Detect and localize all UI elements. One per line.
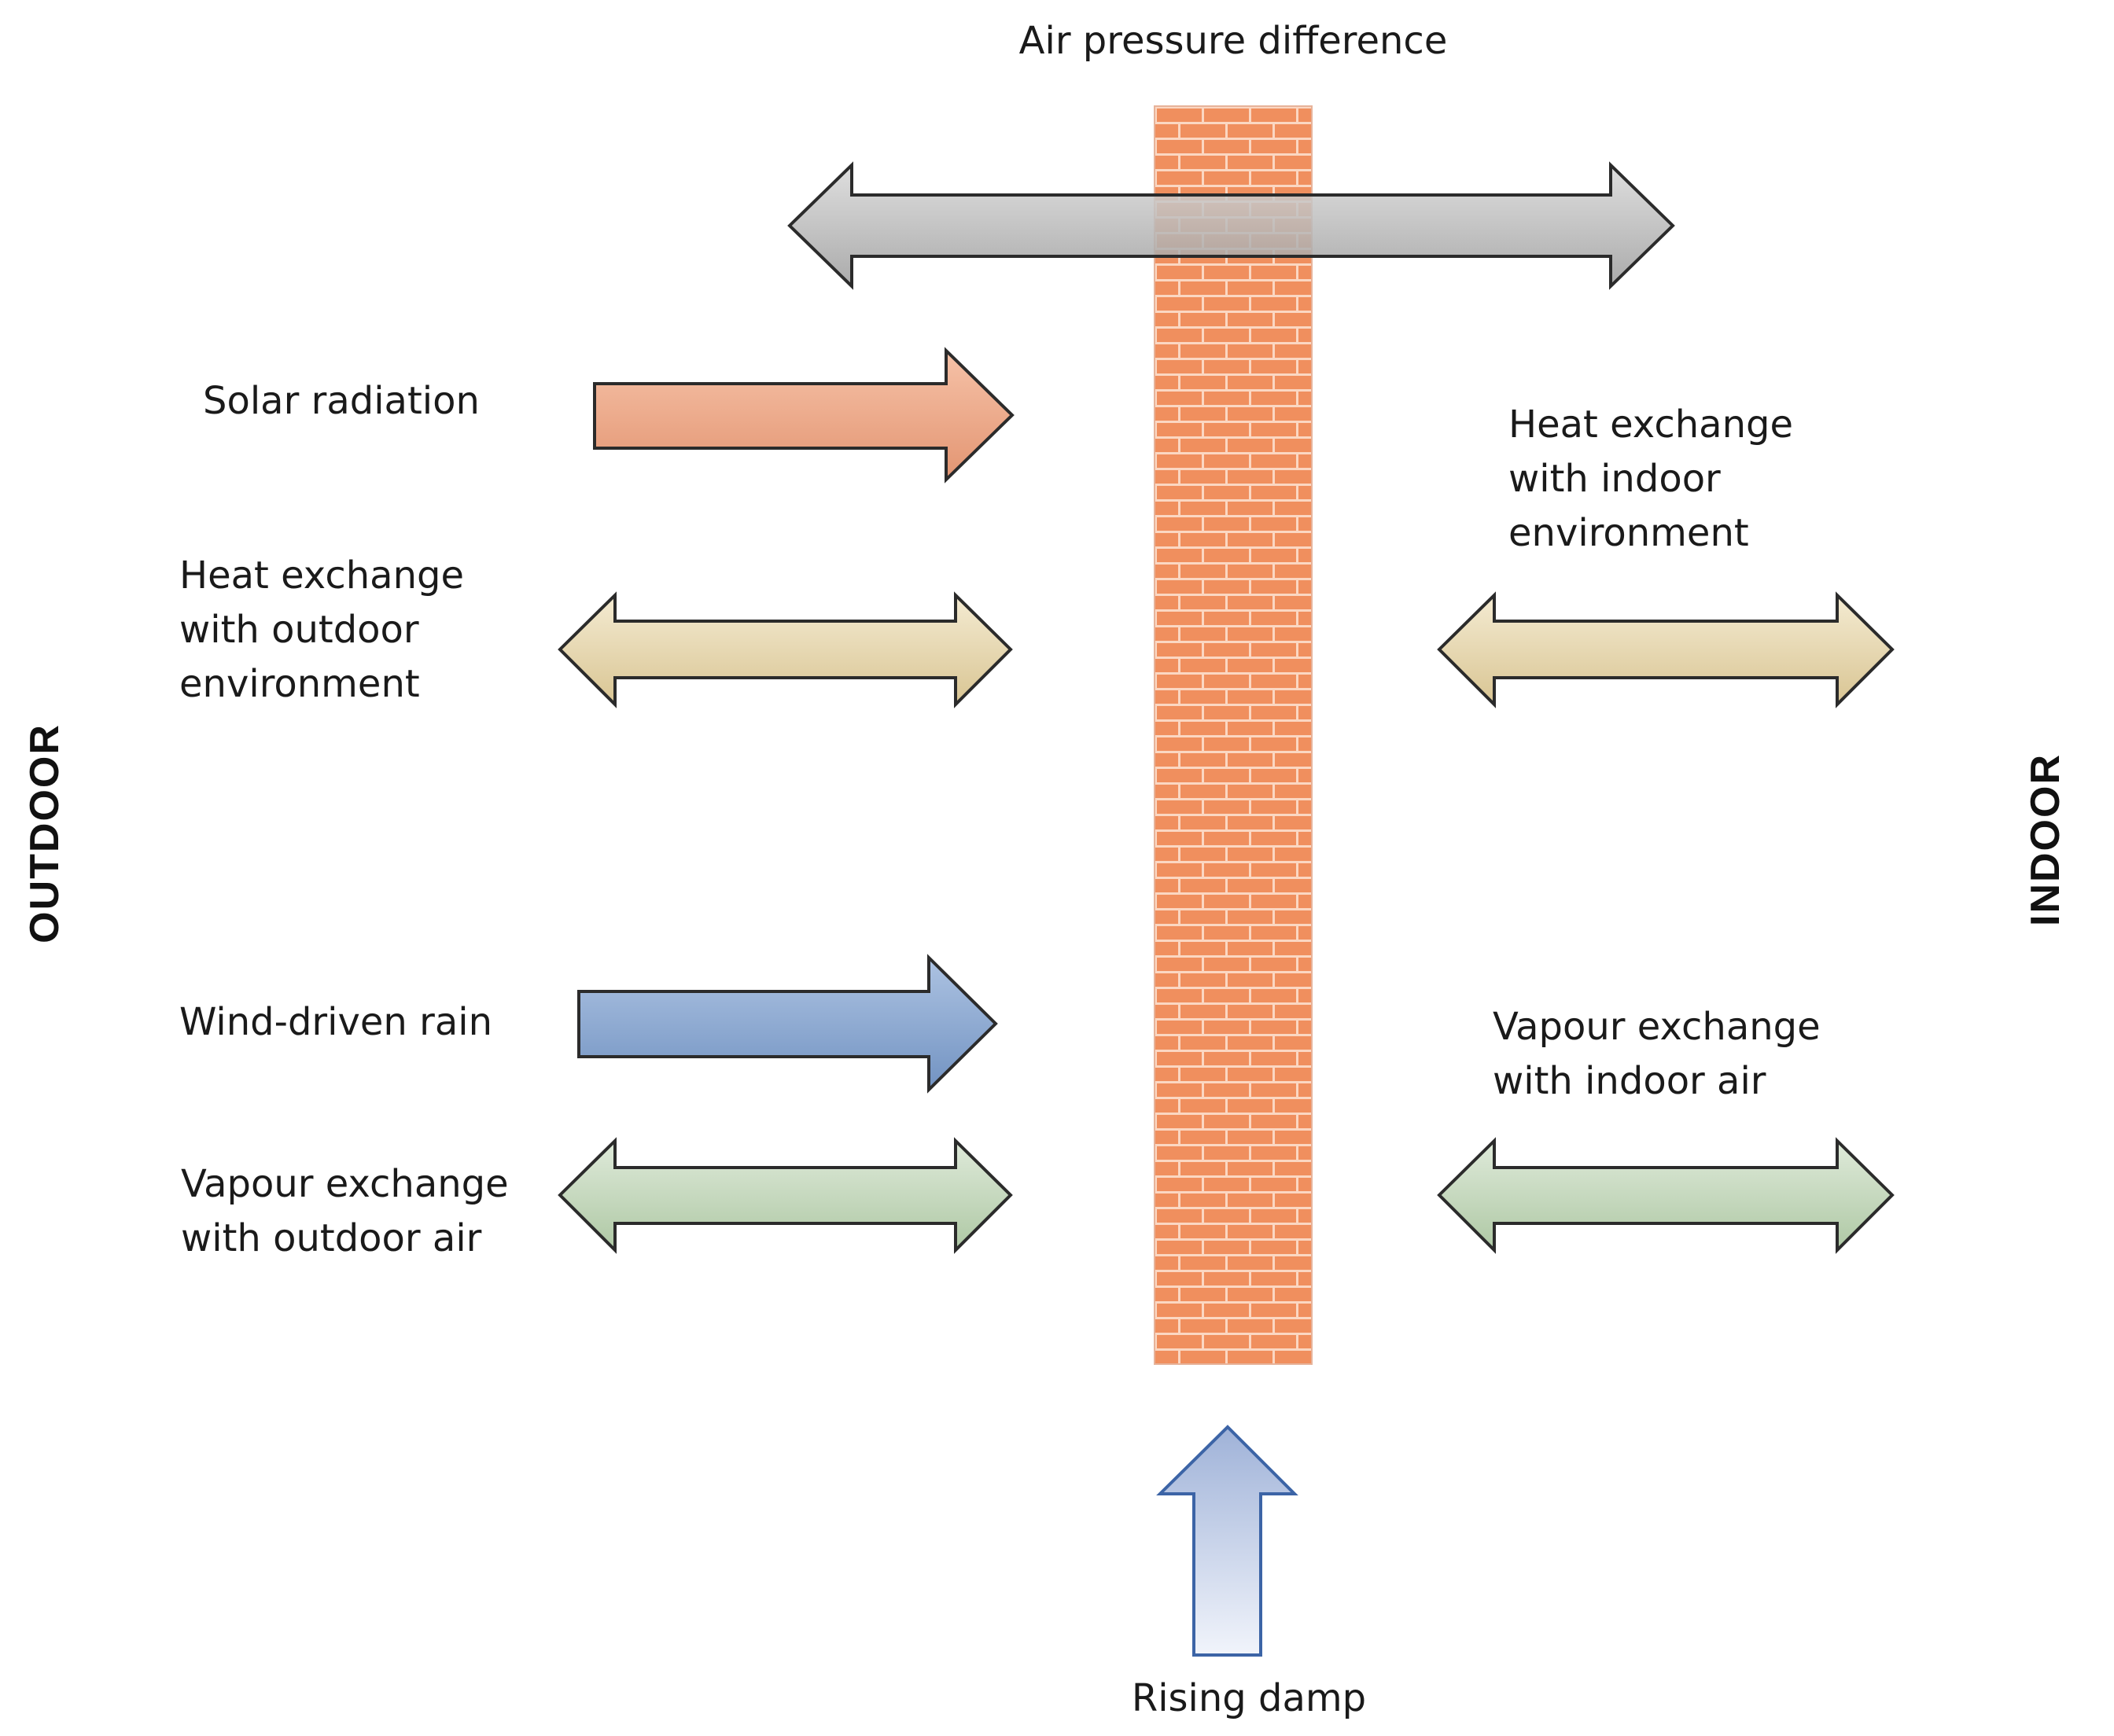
label-line: with indoor: [1508, 457, 1721, 501]
solar-radiation-label: Solar radiation: [203, 379, 480, 423]
label-line: environment: [1508, 511, 1749, 555]
vapour-exchange-outdoor-label: Vapour exchange with outdoor air: [181, 1162, 521, 1260]
solar-radiation-arrow: [593, 347, 1015, 484]
label-line: Vapour exchange: [1493, 1005, 1821, 1049]
vapour-exchange-indoor-double-arrow: [1437, 1137, 1895, 1254]
heat-exchange-indoor-label: Heat exchange with indoor environment: [1508, 403, 1805, 555]
air-pressure-double-arrow: [787, 161, 1675, 290]
rising-damp-label: Rising damp: [1132, 1676, 1366, 1720]
heat-exchange-indoor-double-arrow: [1437, 591, 1895, 708]
label-line: environment: [179, 662, 420, 706]
outdoor-side-label: OUTDOOR: [22, 723, 68, 943]
air-pressure-difference-label: Air pressure difference: [1019, 19, 1448, 63]
vapour-exchange-outdoor-double-arrow: [558, 1137, 1013, 1254]
vapour-exchange-indoor-label: Vapour exchange with indoor air: [1493, 1005, 1832, 1103]
label-line: with indoor air: [1493, 1059, 1766, 1103]
label-line: Heat exchange: [1508, 403, 1793, 447]
heat-exchange-outdoor-double-arrow: [558, 591, 1013, 708]
label-line: with outdoor: [179, 608, 419, 652]
label-line: Vapour exchange: [181, 1162, 509, 1206]
label-line: with outdoor air: [181, 1216, 482, 1260]
heat-exchange-outdoor-label: Heat exchange with outdoor environment: [179, 554, 476, 706]
wind-driven-rain-label: Wind-driven rain: [179, 1000, 492, 1044]
label-line: Heat exchange: [179, 554, 464, 598]
indoor-side-label: INDOOR: [2023, 753, 2068, 926]
wind-driven-rain-arrow: [577, 954, 998, 1094]
rising-damp-arrow: [1156, 1425, 1298, 1657]
brick-wall: [1154, 105, 1313, 1365]
